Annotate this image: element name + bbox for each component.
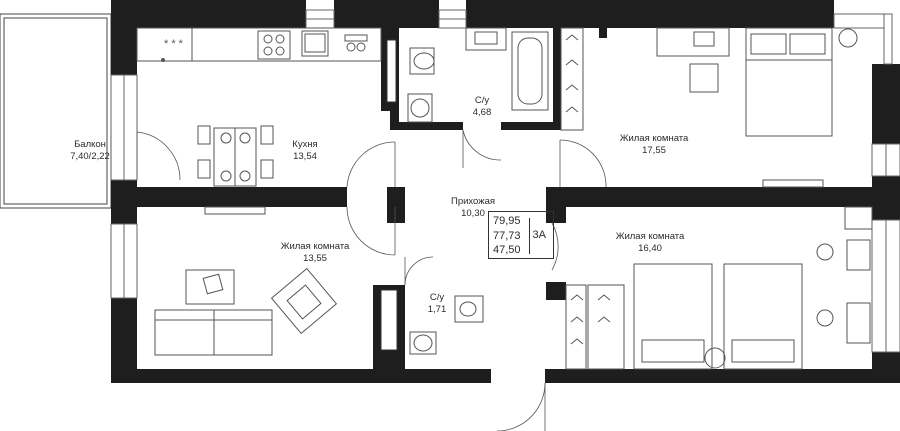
room-area: 4,68 — [472, 107, 492, 118]
summary-divider — [529, 218, 530, 254]
bedroom-top-furniture — [656, 27, 858, 188]
living-area: 47,50 — [493, 244, 521, 256]
room-name: Балкон — [74, 139, 106, 150]
room-name: Жилая комната — [615, 231, 685, 242]
bath-block-inner — [386, 39, 397, 103]
walls — [111, 0, 900, 383]
room-name: С/у — [474, 95, 490, 106]
living-total-area: 77,73 — [493, 229, 521, 242]
room-area: 10,30 — [461, 208, 485, 219]
bedroom-right-furniture — [565, 206, 873, 370]
door-swings — [136, 129, 607, 431]
room-label-bathroom-top: С/у 4,68 — [465, 95, 499, 119]
apartment-type: 3А — [532, 229, 546, 241]
kitchen-counter — [136, 27, 382, 62]
room-name: С/у — [429, 292, 445, 303]
room-area: 13,55 — [303, 253, 327, 264]
total-area: 79,95 — [493, 215, 521, 227]
room-area: 1,71 — [427, 304, 447, 315]
bathroom-top-fixtures — [407, 27, 549, 123]
room-label-bathroom-small: С/у 1,71 — [420, 292, 454, 316]
room-label-living-left: Жилая комната 13,55 — [272, 241, 358, 265]
living-left-furniture — [154, 206, 338, 356]
room-label-balcony: Балкон 7,40/2,22 — [65, 139, 115, 163]
room-name: Жилая комната — [280, 241, 350, 252]
wardrobe-top — [560, 27, 584, 131]
bathroom-small-fixtures — [409, 295, 484, 355]
area-summary-box: 79,95 77,73 47,50 3А — [488, 211, 554, 259]
room-area: 16,40 — [638, 243, 662, 254]
room-label-hallway: Прихожая 10,30 — [443, 196, 503, 220]
room-name: Кухня — [292, 139, 318, 150]
room-label-bedroom-top: Жилая комната 17,55 — [611, 133, 697, 157]
room-name: Жилая комната — [619, 133, 689, 144]
area-values: 79,95 77,73 47,50 — [493, 214, 521, 258]
room-area: 7,40/2,22 — [70, 151, 110, 162]
windows — [110, 9, 900, 353]
room-label-bedroom-right: Жилая комната 16,40 — [607, 231, 693, 255]
dining-table — [197, 125, 274, 187]
bathroom-small-inner — [380, 289, 398, 351]
balcony-outline — [0, 13, 112, 209]
room-name: Прихожая — [450, 196, 496, 207]
stove-marks: * * * — [164, 38, 184, 50]
room-area: 13,54 — [293, 151, 317, 162]
room-area: 17,55 — [642, 145, 666, 156]
room-label-kitchen: Кухня 13,54 — [275, 139, 335, 163]
